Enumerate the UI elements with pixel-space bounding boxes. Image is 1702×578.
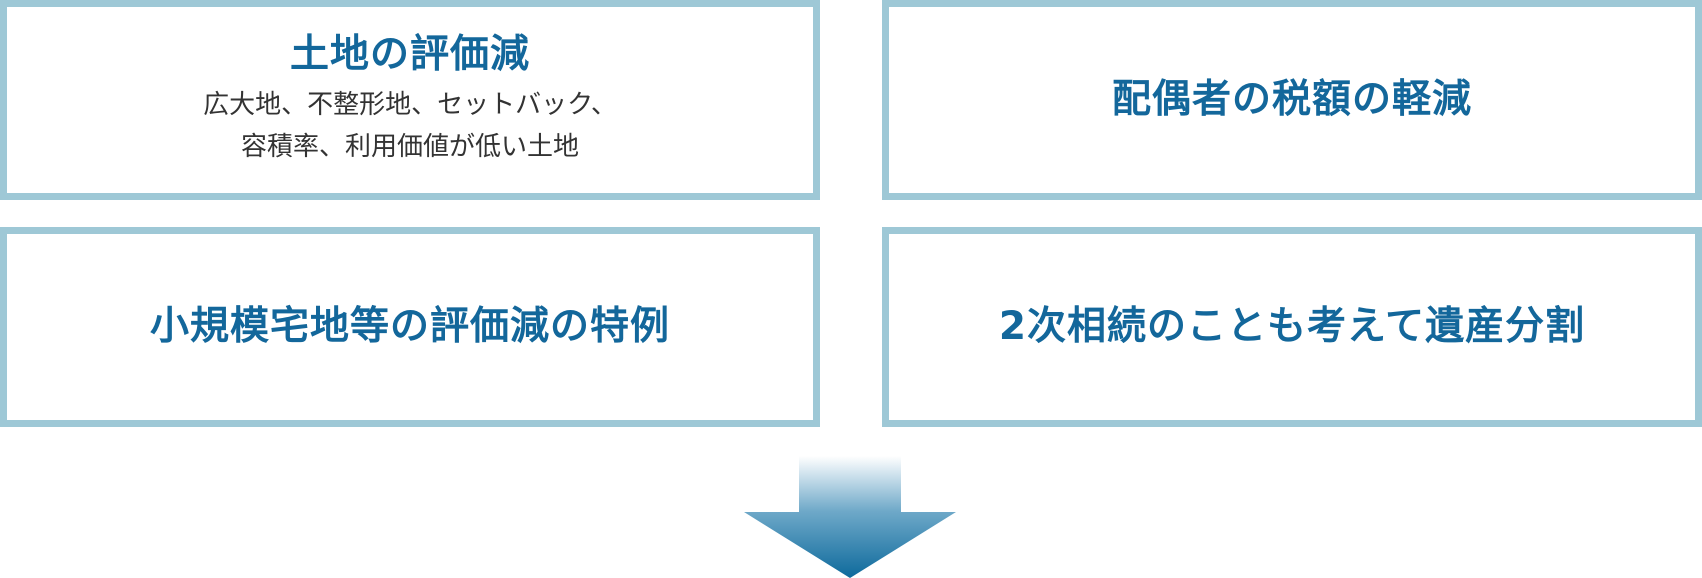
box-land-valuation-reduction: 土地の評価減 広大地、不整形地、セットバック、 容積率、利用価値が低い土地 <box>0 0 820 200</box>
box-spouse-tax-reduction: 配偶者の税額の軽減 <box>882 0 1702 200</box>
box-subtitle-line: 容積率、利用価値が低い土地 <box>240 132 579 163</box>
box-small-residential-land-special-rule: 小規模宅地等の評価減の特例 <box>0 227 820 427</box>
box-title: 2次相続のことも考えて遺産分割 <box>998 303 1586 349</box>
box-subtitle: 広大地、不整形地、セットバック、 容積率、利用価値が低い土地 <box>203 84 617 168</box>
box-secondary-inheritance-division: 2次相続のことも考えて遺産分割 <box>882 227 1702 427</box>
box-subtitle-line: 広大地、不整形地、セットバック、 <box>203 90 617 121</box>
box-title: 配偶者の税額の軽減 <box>1111 76 1472 122</box>
box-title: 小規模宅地等の評価減の特例 <box>149 303 670 349</box>
down-arrow-icon <box>744 456 956 578</box>
box-title: 土地の評価減 <box>289 31 530 77</box>
